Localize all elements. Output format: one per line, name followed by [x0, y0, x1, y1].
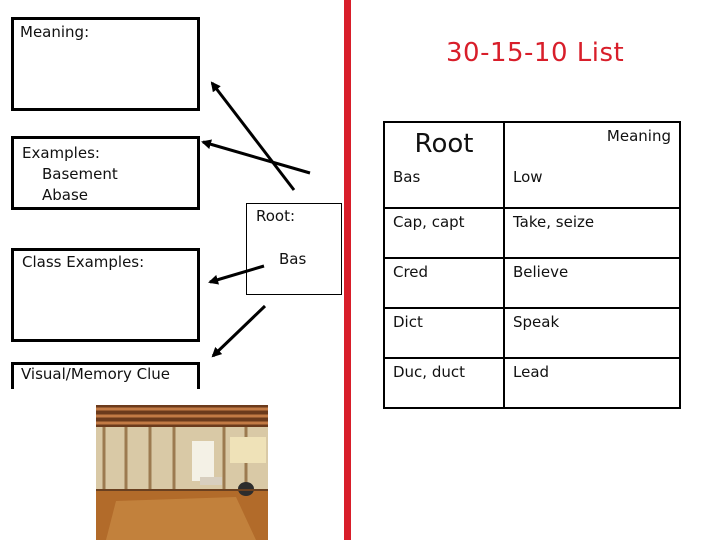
root-table: Root Meaning Bas Low Cap, capt Take, sei… — [383, 121, 681, 409]
header-root: Root — [383, 121, 505, 164]
meaning-box — [11, 17, 200, 111]
red-divider — [344, 0, 351, 540]
cell-meaning: Low — [503, 164, 681, 209]
examples-box — [11, 136, 200, 210]
basement-photo — [96, 405, 268, 540]
root-label: Root: — [256, 207, 296, 225]
header-meaning: Meaning — [503, 121, 681, 164]
cell-meaning: Speak — [503, 307, 681, 359]
arrow-to-meaning — [210, 81, 296, 191]
cell-meaning: Lead — [503, 357, 681, 409]
class-examples-label: Class Examples: — [22, 253, 145, 271]
cell-root: Cap, capt — [383, 207, 505, 259]
arrow-to-visual-clue — [211, 304, 267, 358]
cell-meaning: Believe — [503, 257, 681, 309]
list-title: 30-15-10 List — [446, 38, 625, 68]
cell-root: Bas — [383, 164, 505, 209]
examples-item-basement: Basement — [42, 165, 118, 183]
examples-label: Examples: — [22, 144, 100, 162]
cell-root: Cred — [383, 257, 505, 309]
cell-root: Duc, duct — [383, 357, 505, 409]
cell-meaning: Take, seize — [503, 207, 681, 259]
cell-root: Dict — [383, 307, 505, 359]
root-value: Bas — [279, 250, 307, 268]
table-row: Cred Believe — [383, 257, 681, 309]
class-examples-box — [11, 248, 200, 342]
table-row: Cap, capt Take, seize — [383, 207, 681, 259]
meaning-label: Meaning: — [20, 23, 90, 41]
visual-clue-label: Visual/Memory Clue — [21, 365, 170, 383]
table-header-row: Root Meaning — [383, 121, 681, 164]
arrow-to-examples — [201, 139, 311, 175]
table-row: Dict Speak — [383, 307, 681, 359]
visual-clue-box — [11, 362, 200, 389]
table-row: Duc, duct Lead — [383, 357, 681, 409]
examples-item-abase: Abase — [42, 186, 89, 204]
table-row: Bas Low — [383, 164, 681, 209]
